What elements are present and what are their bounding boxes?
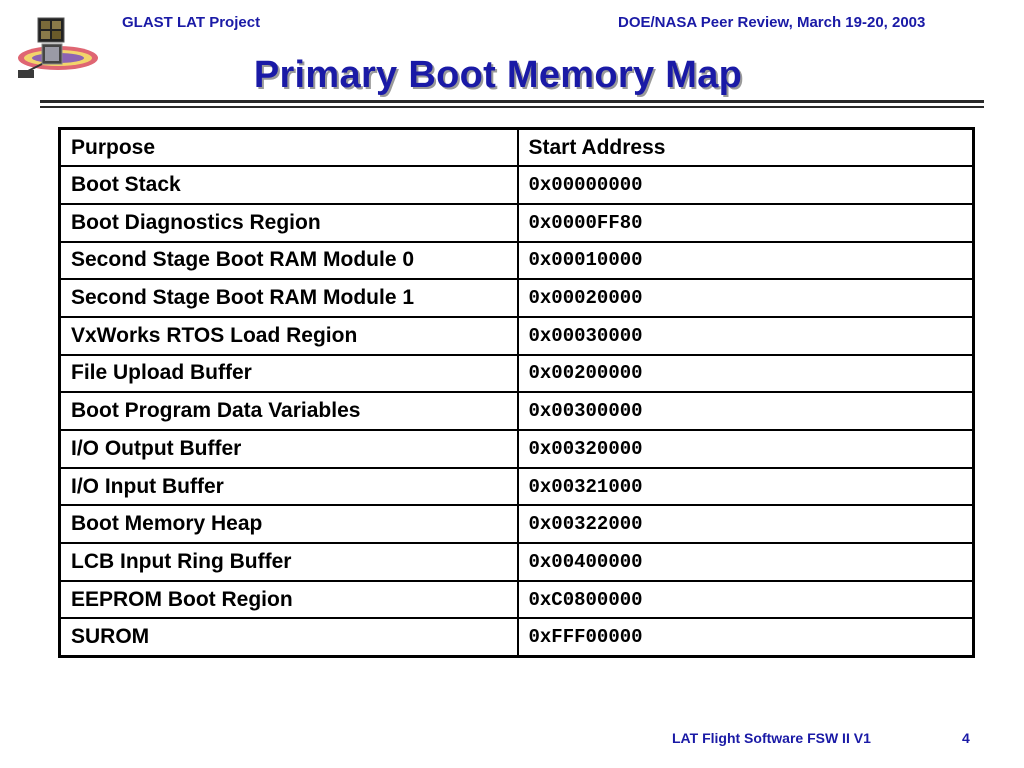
footer-title: LAT Flight Software FSW II V1 [672,730,871,746]
table-header-row: Purpose Start Address [58,127,975,168]
purpose-cell: EEPROM Boot Region [58,579,519,620]
purpose-cell: File Upload Buffer [58,353,519,394]
purpose-cell: Boot Stack [58,165,519,205]
purpose-cell: Boot Diagnostics Region [58,202,519,243]
start-address-cell: 0x00300000 [516,391,975,431]
header-review: DOE/NASA Peer Review, March 19-20, 2003 [618,14,926,31]
title-rule-top [40,100,984,103]
page-number: 4 [962,730,970,746]
start-address-cell: 0x0000FF80 [516,202,975,243]
start-address-cell: 0xC0800000 [516,579,975,620]
start-address-cell: 0x00322000 [516,504,975,545]
start-address-cell: 0x00020000 [516,278,975,318]
purpose-cell: I/O Output Buffer [58,429,519,469]
start-address-cell: 0x00200000 [516,353,975,394]
title-rule-bottom [40,106,984,108]
start-address-cell: 0x00000000 [516,165,975,205]
column-header-start-address: Start Address [516,127,975,168]
start-address-cell: 0x00321000 [516,466,975,507]
purpose-cell: I/O Input Buffer [58,466,519,507]
purpose-cell: Second Stage Boot RAM Module 1 [58,278,519,318]
purpose-cell: SUROM [58,617,519,658]
start-address-cell: 0x00010000 [516,240,975,281]
header-project: GLAST LAT Project [122,14,261,31]
start-address-cell: 0x00400000 [516,542,975,582]
start-address-cell: 0xFFF00000 [516,617,975,658]
purpose-cell: LCB Input Ring Buffer [58,542,519,582]
slide-title: Primary Boot Memory Map [253,54,743,96]
start-address-cell: 0x00030000 [516,315,975,356]
start-address-cell: 0x00320000 [516,429,975,469]
purpose-cell: Boot Memory Heap [58,504,519,545]
purpose-cell: Boot Program Data Variables [58,391,519,431]
glast-satellite-logo-icon [12,14,112,86]
column-header-purpose: Purpose [58,127,519,168]
purpose-cell: VxWorks RTOS Load Region [58,315,519,356]
purpose-cell: Second Stage Boot RAM Module 0 [58,240,519,281]
